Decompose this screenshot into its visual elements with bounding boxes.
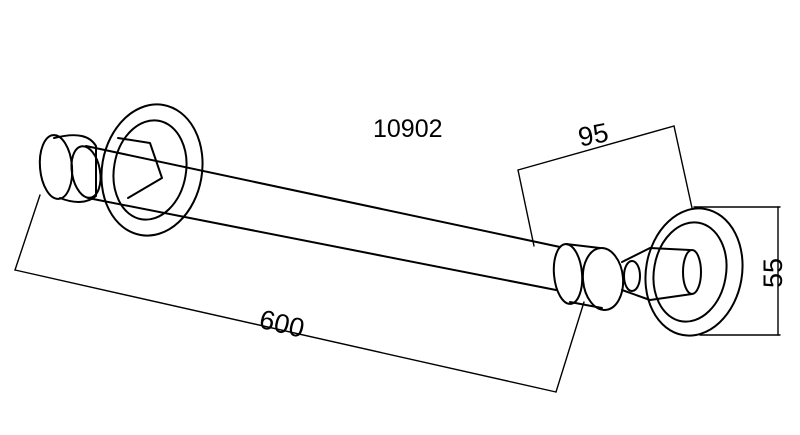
dimension-projection-label: 95 — [575, 117, 611, 153]
towel-bar-rod — [85, 145, 561, 291]
right-end-cap — [552, 243, 625, 311]
model-number: 10902 — [373, 115, 443, 143]
dimension-height-label: 55 — [758, 257, 788, 288]
dimension-length — [14, 194, 585, 393]
dimension-height — [693, 206, 781, 336]
left-end-cap — [38, 134, 102, 203]
right-wall-mount — [621, 207, 744, 337]
dimension-projection — [517, 125, 693, 247]
